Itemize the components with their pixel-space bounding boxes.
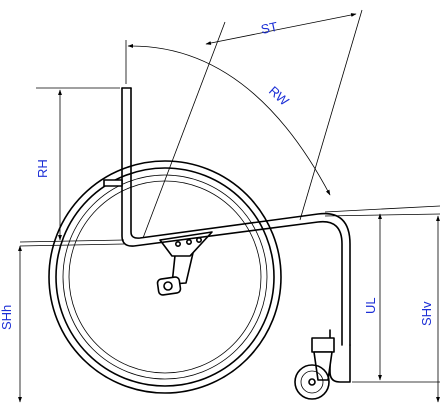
label-shh: SHh [0,305,14,330]
rw-arc-dimension [127,43,331,196]
label-rh: RH [35,159,50,178]
seat-height-extension-right [324,205,441,213]
label-st: ST [260,19,279,37]
main-frame-tube-inner [130,87,351,346]
caster-fork-housing [311,337,335,353]
axle-bolt [163,281,173,291]
rear-wheel-rim [62,174,268,380]
bolt-2 [186,239,193,246]
rear-wheel [48,160,282,394]
push-handle [103,179,123,187]
label-ul: UL [363,297,378,314]
bracket-plate [159,231,213,257]
dimension-labels: ST RW RH SHh UL SHv [0,19,434,330]
bolt-1 [175,241,182,248]
caster-wheel-inner [300,370,324,394]
rear-wheel-tire-outer [48,160,282,394]
caster-hub [308,378,316,386]
seat-height-extension-left-2 [19,243,125,247]
front-caster [294,337,335,400]
main-frame-tube [121,87,343,346]
axle-hub [156,276,182,296]
st-dimension [205,13,357,45]
rear-wheel-tire-inner [55,167,275,387]
seat-angle-line [299,9,363,221]
label-shv: SHv [419,301,434,326]
seat-height-extension-left [19,239,125,243]
seat-height-extension-right-2 [324,213,441,217]
hand-rim [68,180,262,374]
caster-wheel-outer [294,364,330,400]
label-rw: RW [266,83,293,109]
lower-frame-tube [329,329,351,383]
backrest-angle-line [142,21,226,239]
dimension-lines [18,13,440,403]
